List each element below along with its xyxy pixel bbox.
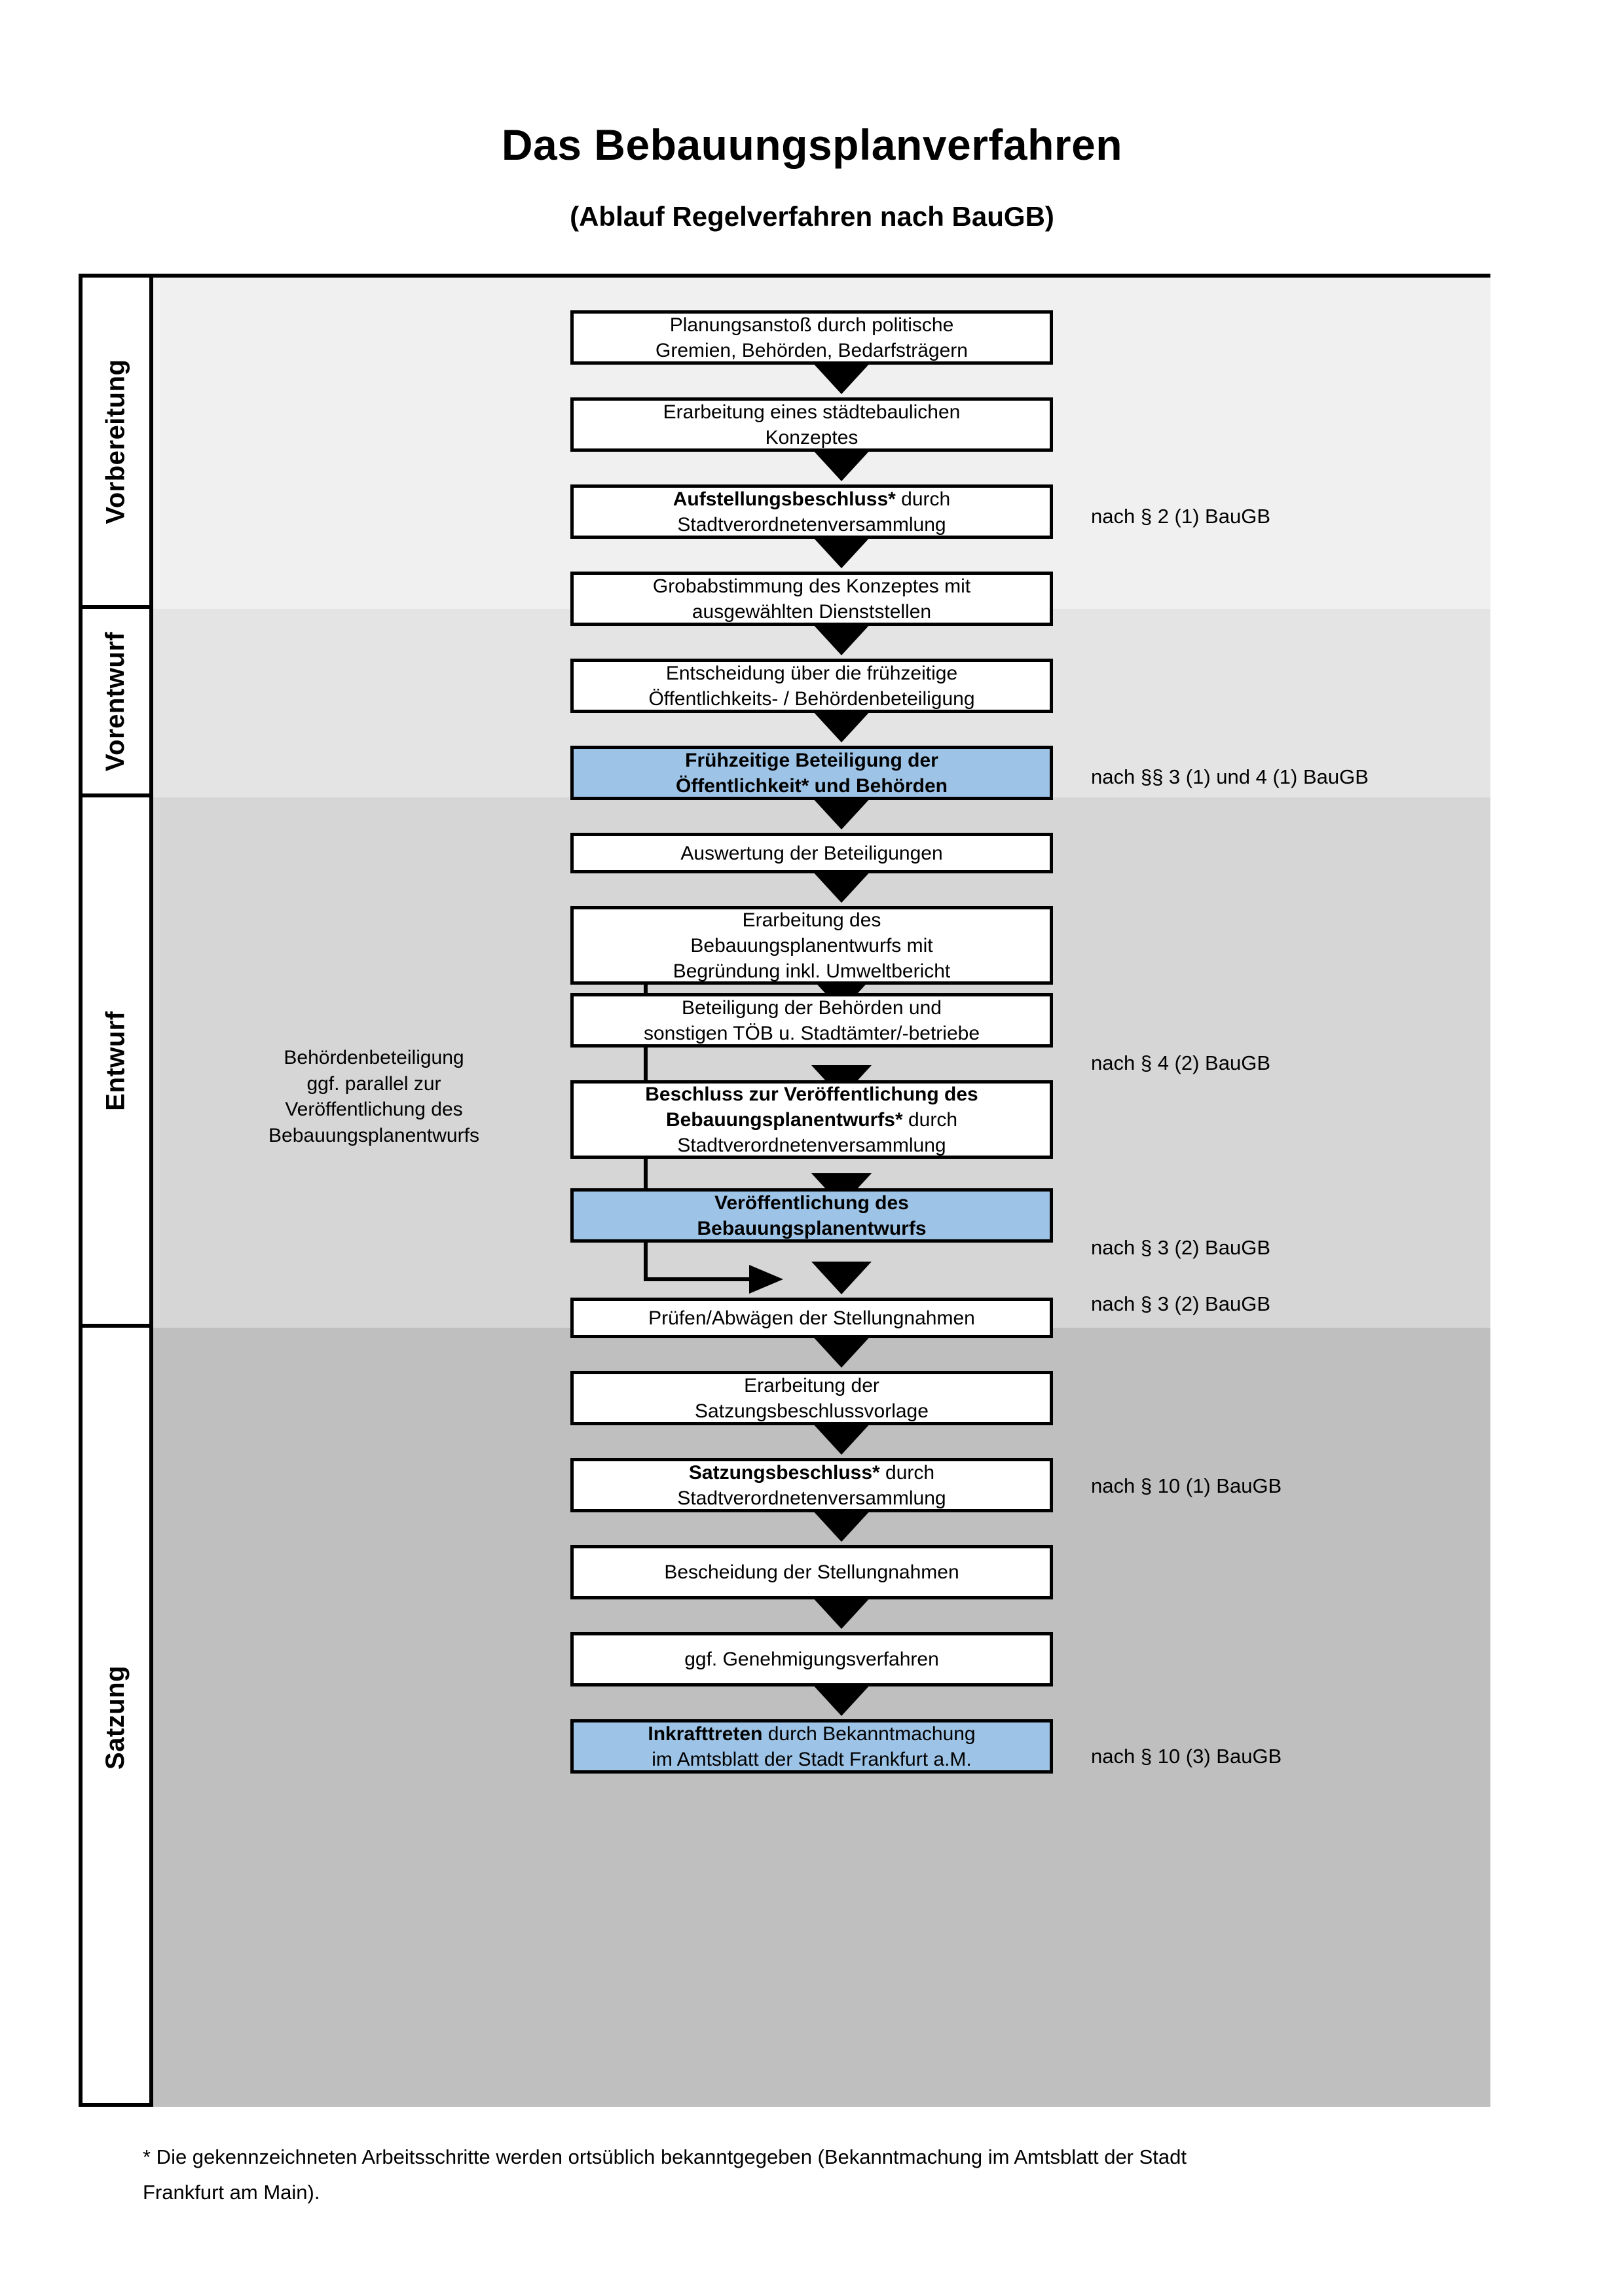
title-block: Das Bebauungsplanverfahren (Ablauf Regel…: [0, 121, 1624, 232]
phase-cell-vorentwurf: Vorentwurf: [83, 609, 149, 797]
step-line-1: Prüfen/Abwägen der Stellungnahmen: [648, 1307, 975, 1329]
step-line-2: Stadtverordnetenversammlung: [677, 513, 946, 536]
flow-arrow: [811, 1509, 872, 1542]
legal-reference: nach § 10 (1) BauGB: [1091, 1474, 1282, 1497]
step-line-1: Entscheidung über die frühzeitige: [665, 662, 958, 684]
legal-reference: nach § 10 (3) BauGB: [1091, 1745, 1282, 1768]
flow-step-box-highlight[interactable]: Inkrafttreten durch Bekanntmachung im Am…: [570, 1719, 1053, 1774]
step-line-2: ausgewählten Dienststellen: [692, 600, 932, 623]
phase-label-satzung: Satzung: [101, 1665, 130, 1770]
side-note-line-4: Bebauungsplanentwurfs: [268, 1124, 479, 1146]
step-line-1: Auswertung der Beteiligungen: [680, 842, 943, 864]
flow-step-box-highlight[interactable]: Frühzeitige Beteiligung der Öffentlichke…: [570, 746, 1053, 800]
phase-label-vorbereitung: Vorbereitung: [101, 359, 130, 524]
legal-reference: nach § 2 (1) BauGB: [1091, 505, 1270, 528]
step-bold-prefix: Satzungsbeschluss*: [688, 1461, 880, 1484]
page-title: Das Bebauungsplanverfahren: [501, 120, 1123, 169]
flow-arrow: [811, 1596, 872, 1629]
step-line-2: Konzeptes: [765, 426, 858, 448]
step-line-2: im Amtsblatt der Stadt Frankfurt a.M.: [652, 1748, 972, 1770]
page-subtitle: (Ablauf Regelverfahren nach BauGB): [570, 200, 1054, 232]
band-satzung: [153, 1328, 1490, 2107]
flow-arrow: [811, 1262, 872, 1294]
step-line-1: Erarbeitung des: [742, 909, 881, 931]
flow-step-box-highlight[interactable]: Veröffentlichung des Bebauungsplanentwur…: [570, 1188, 1053, 1243]
side-note-line-2: ggf. parallel zur: [306, 1072, 441, 1095]
footnote-line-1: * Die gekennzeichneten Arbeitsschritte w…: [143, 2145, 1187, 2168]
legal-reference: nach § 4 (2) BauGB: [1091, 1051, 1270, 1074]
flow-arrow: [811, 448, 872, 481]
step-line-2: Stadtverordnetenversammlung: [677, 1487, 946, 1509]
side-note-line-3: Veröffentlichung des: [285, 1099, 463, 1121]
flow-arrow: [811, 870, 872, 903]
step-line-1: Planungsanstoß durch politische: [669, 314, 954, 336]
step-bold-suffix: durch: [895, 488, 951, 510]
step-bold-prefix-2: Bebauungsplanentwurfs*: [665, 1108, 903, 1131]
flow-step-box[interactable]: Satzungsbeschluss* durch Stadtverordnete…: [570, 1458, 1053, 1512]
phase-cell-vorbereitung: Vorbereitung: [83, 278, 149, 609]
phase-label-vorentwurf: Vorentwurf: [101, 631, 130, 771]
flow-step-box[interactable]: Auswertung der Beteiligungen: [570, 833, 1053, 873]
flow-step-box[interactable]: Grobabstimmung des Konzeptes mit ausgewä…: [570, 572, 1053, 626]
flow-arrow: [811, 361, 872, 394]
step-bold-prefix: Aufstellungsbeschluss*: [673, 488, 896, 510]
step-line-2: Öffentlichkeits- / Behördenbeteiligung: [648, 687, 975, 710]
step-line-1: ggf. Genehmigungsverfahren: [684, 1649, 939, 1670]
step-bold-prefix: Beschluss zur Veröffentlichung des: [645, 1083, 978, 1105]
step-line-1: Veröffentlichung des: [714, 1192, 909, 1214]
step-bold-suffix: durch: [879, 1461, 935, 1484]
flow-step-box[interactable]: Erarbeitung eines städtebaulichen Konzep…: [570, 397, 1053, 452]
step-line-1: Erarbeitung der: [744, 1374, 879, 1396]
step-bold-prefix: Inkrafttreten: [648, 1722, 763, 1745]
step-line-3: Stadtverordnetenversammlung: [677, 1134, 946, 1156]
footnote-line-2: Frankfurt am Main).: [143, 2181, 320, 2204]
flow-step-box[interactable]: ggf. Genehmigungsverfahren: [570, 1632, 1053, 1686]
step-bold-suffix: durch: [902, 1108, 958, 1131]
step-line-1: Beteiligung der Behörden und: [682, 996, 942, 1019]
diagram-frame: Vorbereitung Vorentwurf Entwurf Satzung …: [79, 274, 1490, 2107]
parallel-process-note: Behördenbeteiligung ggf. parallel zur Ve…: [191, 1045, 557, 1148]
flow-arrow: [811, 536, 872, 568]
flow-step-box[interactable]: Planungsanstoß durch politische Gremien,…: [570, 310, 1053, 365]
step-line-3: Begründung inkl. Umweltbericht: [673, 960, 951, 982]
flow-step-box[interactable]: Erarbeitung des Bebauungsplanentwurfs mi…: [570, 906, 1053, 985]
step-line-2: Satzungsbeschlussvorlage: [695, 1400, 929, 1422]
flow-arrow: [811, 623, 872, 655]
step-bold-suffix: durch Bekanntmachung: [762, 1722, 976, 1745]
legal-reference: nach § 3 (2) BauGB: [1091, 1292, 1270, 1315]
flow-arrow: [811, 710, 872, 742]
phase-label-entwurf: Entwurf: [101, 1010, 130, 1111]
phase-cell-satzung: Satzung: [83, 1328, 149, 2107]
step-line-2: Öffentlichkeit* und Behörden: [675, 774, 948, 797]
flow-step-box[interactable]: Entscheidung über die frühzeitige Öffent…: [570, 659, 1053, 713]
side-note-line-1: Behördenbeteiligung: [284, 1047, 464, 1068]
step-line-2: Gremien, Behörden, Bedarfsträgern: [655, 339, 968, 361]
flow-step-box[interactable]: Prüfen/Abwägen der Stellungnahmen: [570, 1298, 1053, 1338]
step-line-2: Bebauungsplanentwurfs mit: [690, 934, 933, 957]
flow-step-box[interactable]: Aufstellungsbeschluss* durch Stadtverord…: [570, 484, 1053, 539]
legal-reference: nach § 3 (2) BauGB: [1091, 1236, 1270, 1259]
step-line-2: sonstigen TÖB u. Stadtämter/-betriebe: [643, 1022, 980, 1044]
phase-cell-entwurf: Entwurf: [83, 797, 149, 1328]
footnote: * Die gekennzeichneten Arbeitsschritte w…: [143, 2140, 1492, 2211]
step-line-2: Bebauungsplanentwurfs: [697, 1217, 927, 1239]
phase-column: Vorbereitung Vorentwurf Entwurf Satzung: [83, 278, 153, 2103]
step-line-1: Erarbeitung eines städtebaulichen: [663, 401, 961, 423]
flow-step-box[interactable]: Bescheidung der Stellungnahmen: [570, 1545, 1053, 1599]
step-line-1: Bescheidung der Stellungnahmen: [664, 1561, 959, 1583]
flow-arrow: [811, 1335, 872, 1368]
step-line-1: Grobabstimmung des Konzeptes mit: [652, 575, 971, 597]
flow-step-box[interactable]: Erarbeitung der Satzungsbeschlussvorlage: [570, 1371, 1053, 1425]
flow-step-box[interactable]: Beschluss zur Veröffentlichung des Bebau…: [570, 1080, 1053, 1159]
flow-arrow: [811, 797, 872, 829]
legal-reference: nach §§ 3 (1) und 4 (1) BauGB: [1091, 765, 1369, 788]
flow-arrow: [811, 1422, 872, 1455]
step-line-1: Frühzeitige Beteiligung der: [685, 749, 938, 771]
flow-step-box[interactable]: Beteiligung der Behörden und sonstigen T…: [570, 993, 1053, 1048]
flow-arrow: [811, 1683, 872, 1716]
